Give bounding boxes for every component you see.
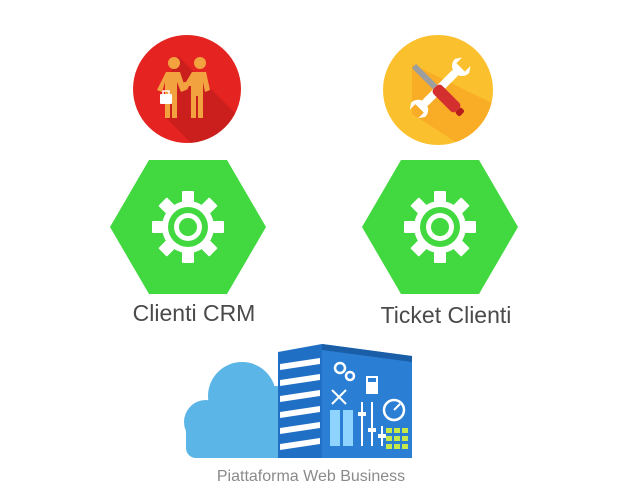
wrench-screwdriver-icon: [382, 34, 494, 146]
gear-icon: [362, 160, 518, 294]
handshake-icon: [132, 34, 242, 144]
platform-label: Piattaforma Web Business: [216, 468, 406, 485]
module-clienti-crm[interactable]: [110, 34, 280, 334]
cloud-building-icon: [180, 342, 420, 460]
module-label-crm: Clienti CRM: [132, 300, 256, 326]
gear-icon: [110, 160, 266, 294]
module-ticket-clienti[interactable]: [362, 34, 532, 334]
module-label-ticket: Ticket Clienti: [380, 302, 512, 328]
